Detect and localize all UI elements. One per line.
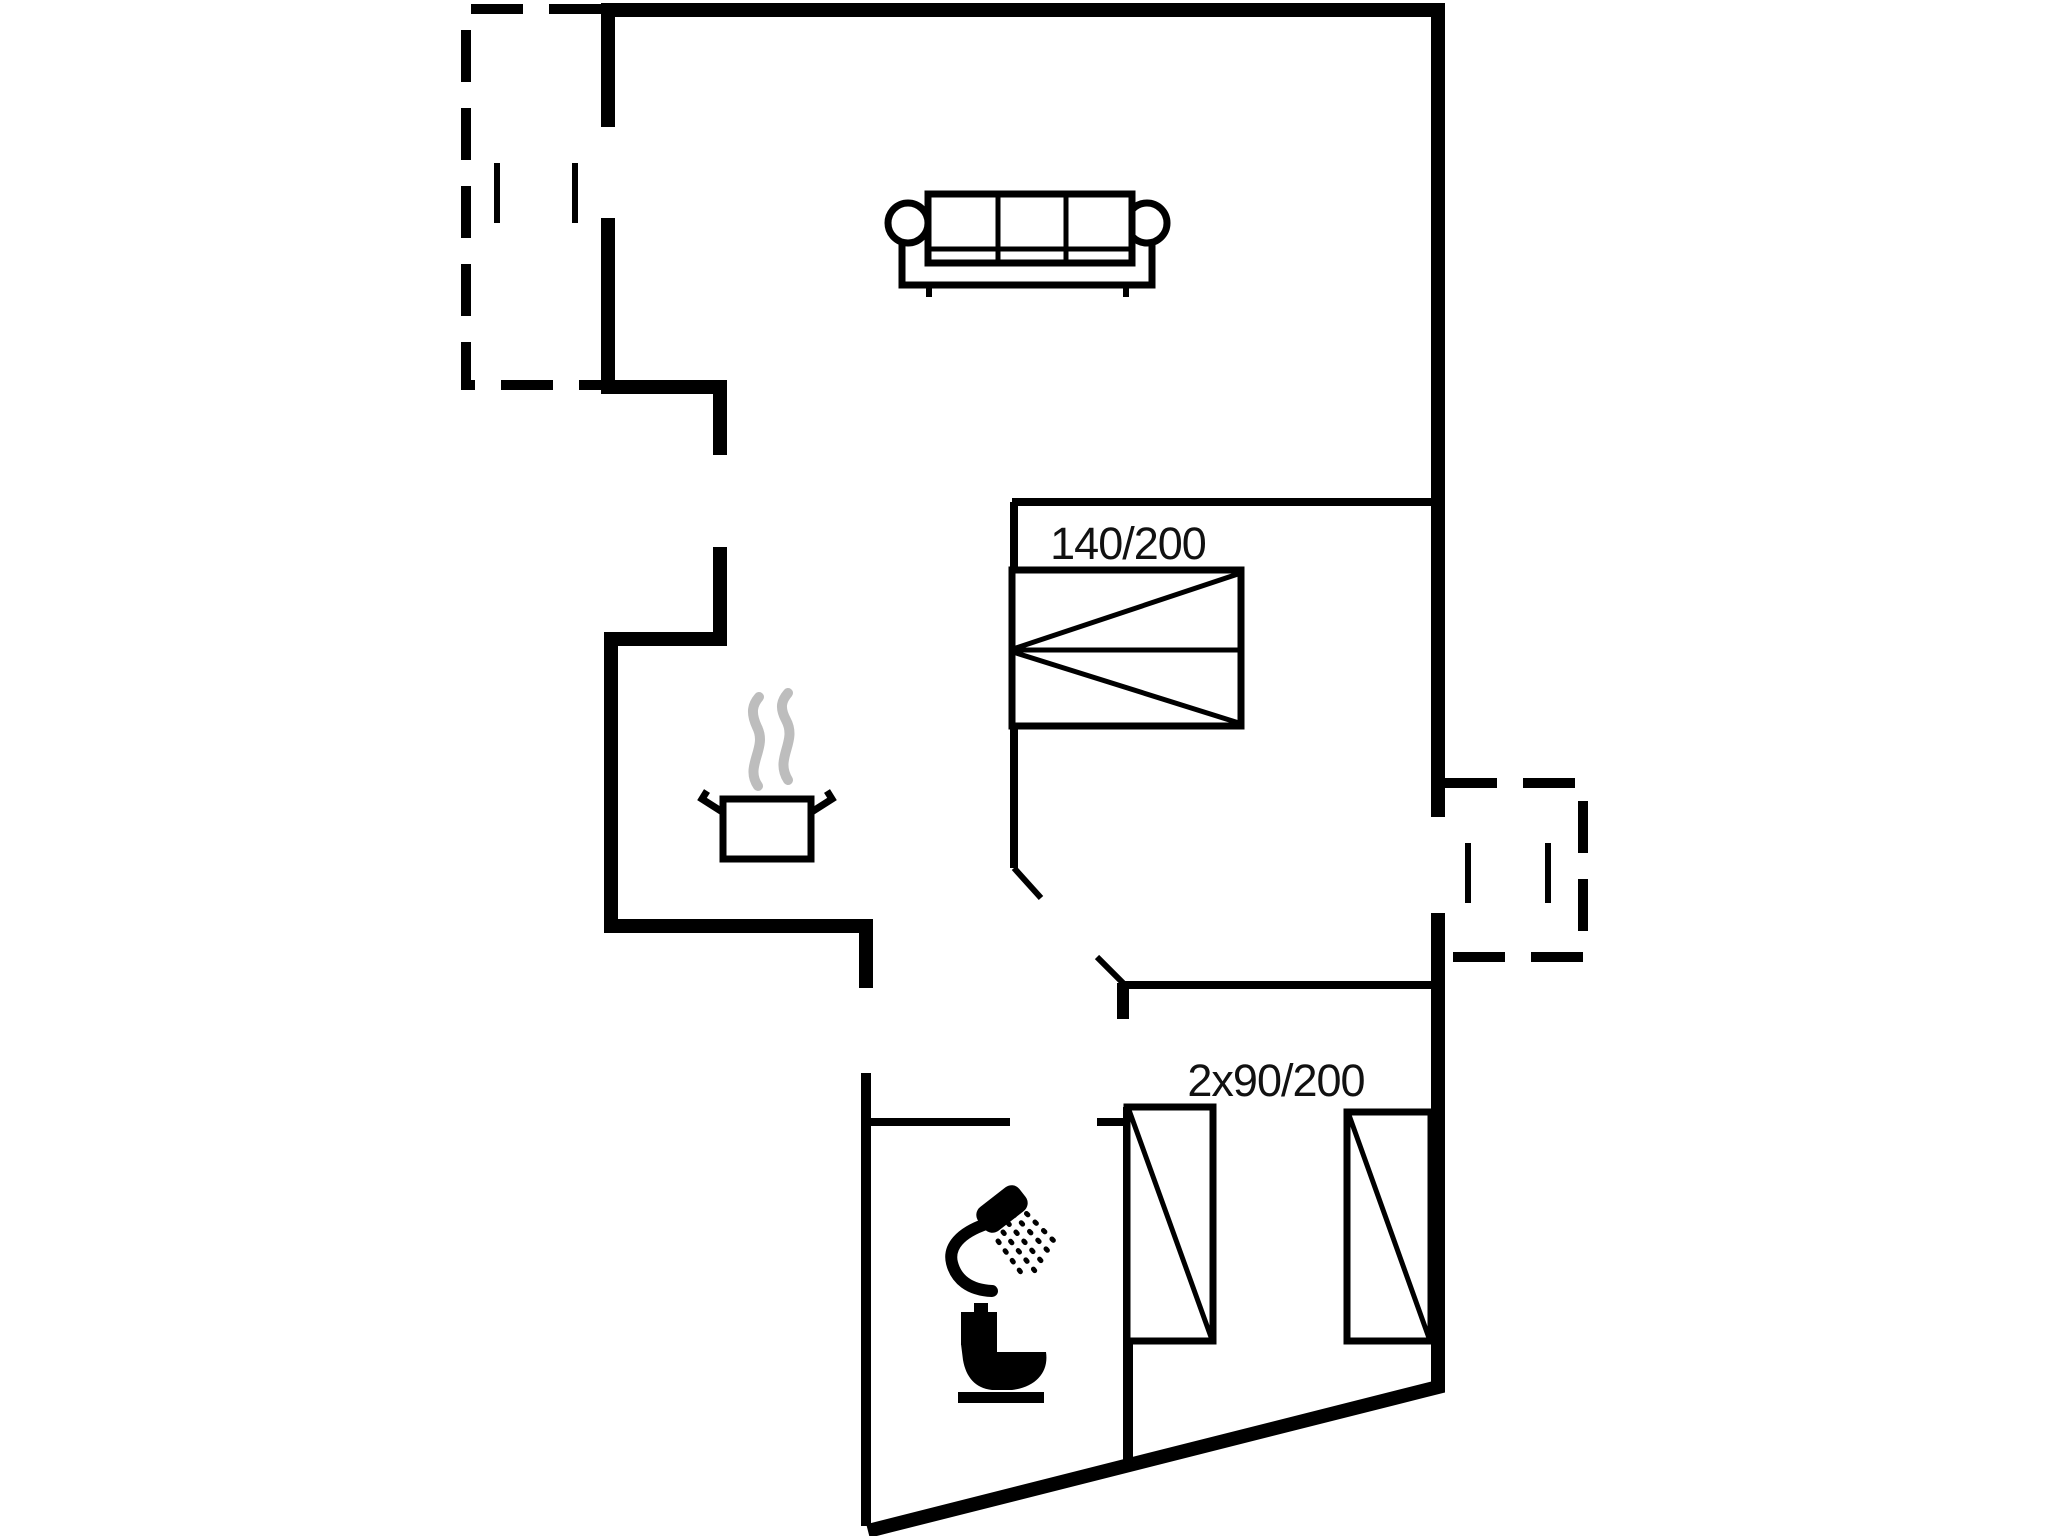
sofa-icon [884, 190, 1171, 297]
wall-kitchen-left-and-bottom [604, 547, 873, 988]
terrace-dashed-outline [461, 4, 601, 390]
shower-spray-ray [1010, 1211, 1052, 1255]
toilet-bowl [961, 1344, 1047, 1390]
door-swing-icon [1094, 954, 1126, 986]
sofa-backrest [924, 190, 1136, 267]
terraces [461, 4, 1588, 962]
wall-top-and-right-upper [608, 3, 1445, 817]
steam-wisp [747, 692, 765, 791]
twin-bed-size-label: 2x90/200 [1187, 1055, 1364, 1106]
shower-icon [945, 1185, 1057, 1297]
shower-spray-ray [995, 1238, 1028, 1281]
wall-right-lower-and-bottom-diagonal [866, 913, 1445, 1536]
single-bed-diagonal [1346, 1114, 1432, 1339]
shower-spray-ray [1015, 1202, 1057, 1244]
door-swings [1011, 865, 1126, 986]
single-bed-diagonal [1126, 1109, 1214, 1338]
steam-wisp [776, 688, 795, 785]
shower-spray-ray [1005, 1220, 1046, 1266]
double-bed-icon [1008, 566, 1245, 730]
double-bed-diagonal [1012, 570, 1242, 652]
toilet-icon [958, 1303, 1047, 1403]
toilet-tank [961, 1312, 997, 1345]
shower-spray [995, 1202, 1057, 1281]
pot-handle-left [697, 789, 726, 816]
toilet-base [958, 1392, 1044, 1403]
pot-body [719, 795, 815, 863]
wall-left-mid-jog [601, 218, 727, 455]
door-swing-icon [1011, 865, 1044, 901]
pot-handle-right [808, 789, 837, 816]
exterior-walls [601, 3, 1445, 1536]
double-bed-size-label: 140/200 [1050, 518, 1206, 569]
steam-icon [747, 688, 795, 791]
sofa-arm-left [884, 199, 932, 247]
twin-beds [1123, 1103, 1435, 1345]
shower-spray-ray [1000, 1229, 1038, 1274]
cooking-pot-icon [697, 688, 837, 863]
shower-head [976, 1185, 1028, 1233]
toilet-button [974, 1303, 988, 1313]
shower-hose [945, 1218, 998, 1297]
double-bed-diagonal [1012, 649, 1240, 726]
